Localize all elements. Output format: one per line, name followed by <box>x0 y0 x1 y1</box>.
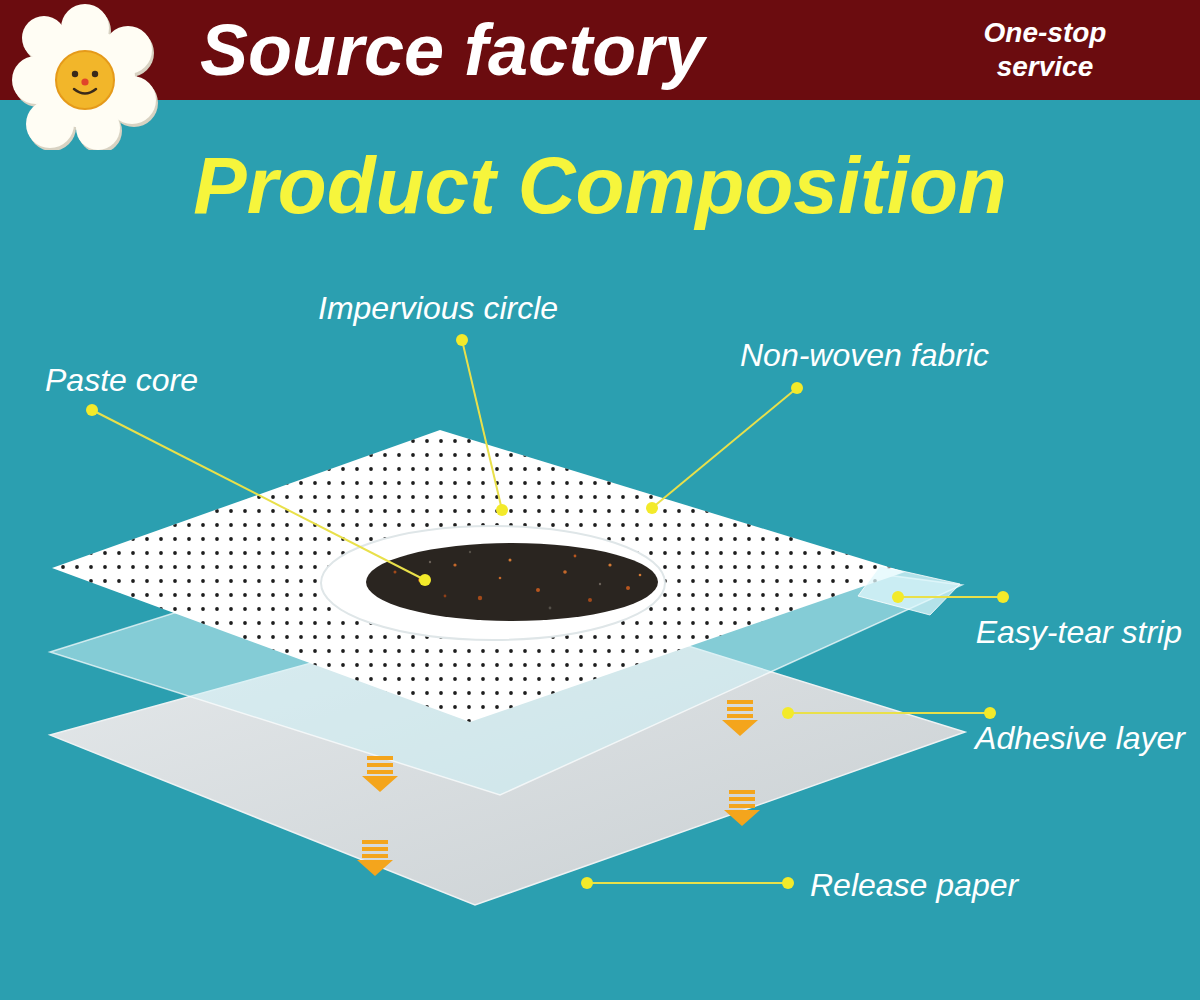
paste-speckles <box>394 551 642 610</box>
down-arrow <box>357 840 393 876</box>
label-anchor: Impervious circle <box>318 289 558 327</box>
impervious-ring <box>321 526 665 640</box>
label-anchor: Non-woven fabric <box>740 336 989 374</box>
leader-lines <box>92 340 1003 883</box>
label-anchor: Release paper <box>810 866 1018 904</box>
down-arrow <box>362 756 398 792</box>
leader-dots <box>86 334 1009 889</box>
part-label: Adhesive layer <box>975 719 1185 757</box>
label-anchor: Adhesive layer <box>975 719 1185 757</box>
down-arrow <box>724 790 760 826</box>
part-label: Release paper <box>810 866 1018 904</box>
band-title: Source factory <box>200 14 704 86</box>
paste-core <box>366 543 658 621</box>
title-holder: Product Composition <box>0 142 1200 230</box>
band-tagline: One-stop service <box>950 16 1140 83</box>
diagram-title: Product Composition <box>193 142 1006 230</box>
non-woven-sheet <box>52 430 905 722</box>
part-label: Paste core <box>45 361 198 399</box>
label-anchor: Paste core <box>45 361 198 399</box>
part-label: Non-woven fabric <box>740 336 989 374</box>
part-label: Impervious circle <box>318 289 558 327</box>
sheet-dots <box>52 430 905 722</box>
down-arrow <box>722 700 758 736</box>
part-label: Easy-tear strip <box>976 613 1182 651</box>
egg-icon <box>0 0 170 150</box>
easy-tear-strip <box>858 566 960 615</box>
label-anchor: Easy-tear strip <box>976 613 1182 651</box>
header-band: Source factory One-stop service <box>0 0 1200 100</box>
